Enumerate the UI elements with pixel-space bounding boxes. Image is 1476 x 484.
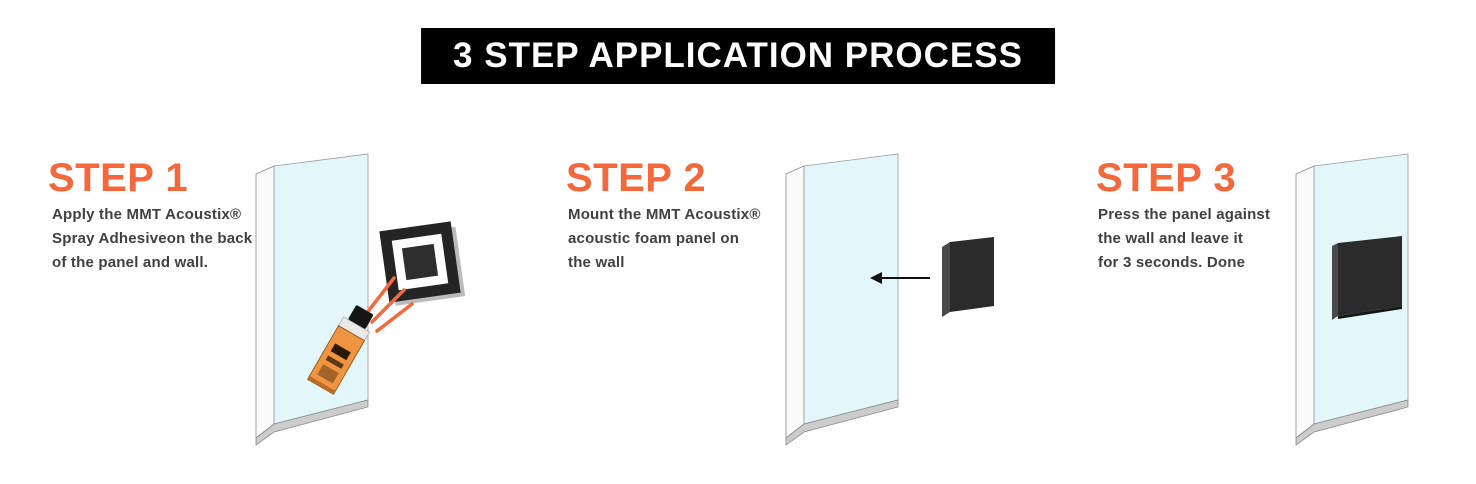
step2-description: Mount the MMT Acoustix® acoustic foam pa…	[568, 206, 761, 271]
mounted-panel-icon	[1332, 236, 1402, 320]
wall-illustration	[785, 153, 899, 446]
spray-lines-icon	[364, 276, 414, 333]
wall-illustration	[255, 153, 369, 446]
step3-description: Press the panel against the wall and lea…	[1098, 206, 1271, 271]
step3-illustration	[1295, 153, 1409, 446]
step1-description: Apply the MMT Acoustix® Spray Adhesiveon…	[52, 206, 253, 271]
arrow-left-icon	[870, 272, 930, 284]
spray-can-icon	[306, 305, 373, 395]
step1-illustration	[255, 153, 466, 446]
step2-illustration	[785, 153, 994, 446]
step2-heading: STEP 2	[566, 156, 707, 200]
foam-panel-icon	[379, 221, 466, 306]
acoustic-panel-icon	[942, 237, 994, 317]
page-title: 3 STEP APPLICATION PROCESS	[453, 36, 1023, 75]
step3-heading: STEP 3	[1096, 156, 1237, 200]
title-banner: 3 STEP APPLICATION PROCESS	[421, 28, 1055, 84]
step1-heading: STEP 1	[48, 156, 189, 200]
